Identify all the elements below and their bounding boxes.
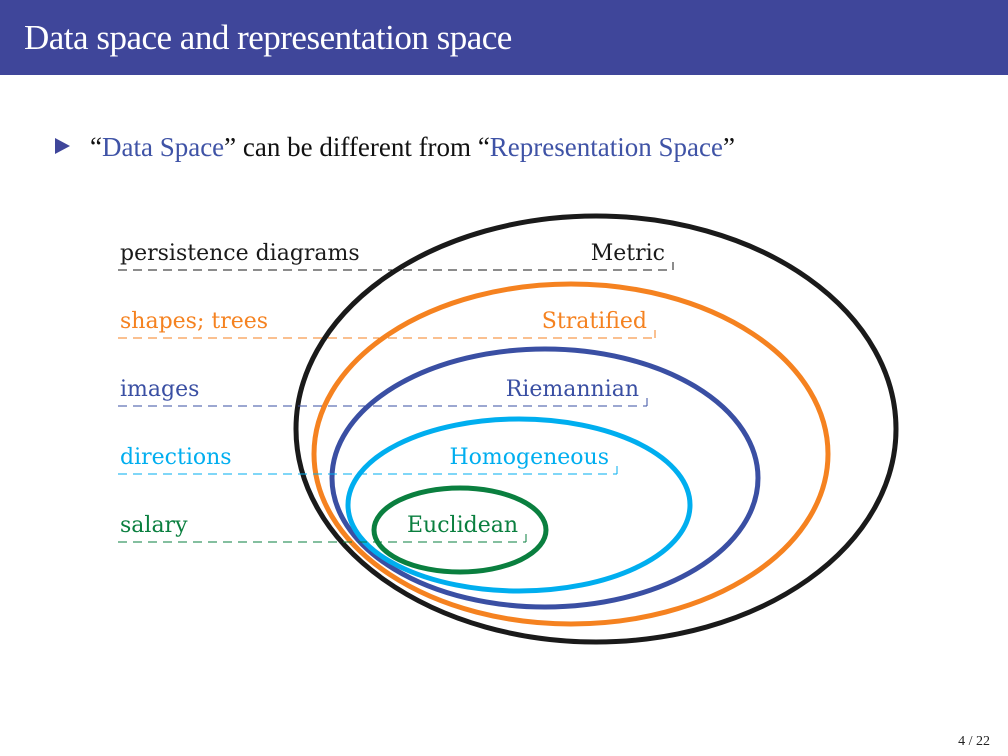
riemannian-space-ellipse xyxy=(329,346,761,610)
bullet-point: “Data Space” can be different from “Repr… xyxy=(55,132,735,163)
quote: “ xyxy=(477,132,490,162)
bullet-triangle-icon xyxy=(55,138,70,154)
quote: ” xyxy=(722,132,735,162)
homogeneous-example-label: directions xyxy=(120,445,232,470)
stratified-space-label: Stratified xyxy=(542,309,647,334)
euclidean-example-label: salary xyxy=(120,513,188,538)
metric-space-label: Metric xyxy=(591,241,665,266)
quote: “ xyxy=(90,132,102,162)
term-data-space: Data Space xyxy=(101,132,225,162)
bullet-text: can be different from xyxy=(236,132,478,162)
stratified-example-label: shapes; trees xyxy=(120,309,268,334)
metric-example-label: persistence diagrams xyxy=(120,241,360,266)
term-representation-space: Representation Space xyxy=(489,132,723,162)
homogeneous-space-label: Homogeneous xyxy=(449,445,609,470)
title-bar: Data space and representation space xyxy=(0,0,1008,75)
quote: ” xyxy=(224,132,237,162)
metric-space-ellipse xyxy=(293,213,899,645)
euclidean-space-ellipse xyxy=(371,485,549,575)
homogeneous-space-ellipse xyxy=(345,416,693,594)
riemannian-example-label: images xyxy=(120,377,199,402)
riemannian-space-label: Riemannian xyxy=(506,377,639,402)
page-number: 4 / 22 xyxy=(958,734,990,749)
euclidean-space-label: Euclidean xyxy=(407,513,518,538)
stratified-space-ellipse xyxy=(311,281,831,627)
slide-title: Data space and representation space xyxy=(24,18,512,57)
